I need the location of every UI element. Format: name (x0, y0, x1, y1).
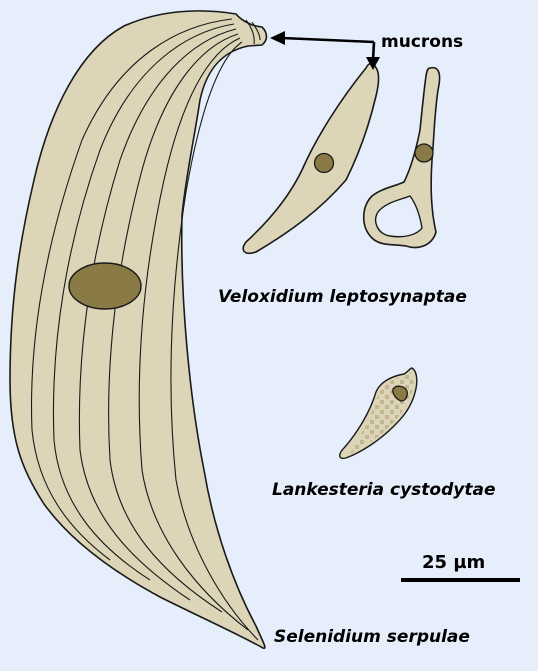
selenidium-cell (10, 11, 267, 648)
selenidium-body (10, 11, 267, 648)
veloxidium-nucleus-1 (315, 154, 334, 173)
veloxidium-cell-1 (243, 64, 378, 254)
scale-bar (401, 578, 520, 582)
mucrons-label: mucrons (381, 32, 463, 52)
selenidium-label: Selenidium serpulae (274, 627, 470, 647)
arrow-shaft-horizontal (282, 38, 374, 42)
selenidium-nucleus (69, 263, 141, 309)
lankesteria-label: Lankesteria cystodytae (272, 480, 495, 500)
mucron-arrows (270, 31, 380, 70)
veloxidium-label: Veloxidium leptosynaptae (218, 287, 467, 307)
lankesteria-cell (340, 368, 417, 458)
arrow-head-left (270, 31, 285, 45)
veloxidium-body-1 (243, 64, 378, 254)
scale-bar-label: 25 µm (422, 552, 485, 573)
veloxidium-nucleus-2 (415, 144, 433, 162)
